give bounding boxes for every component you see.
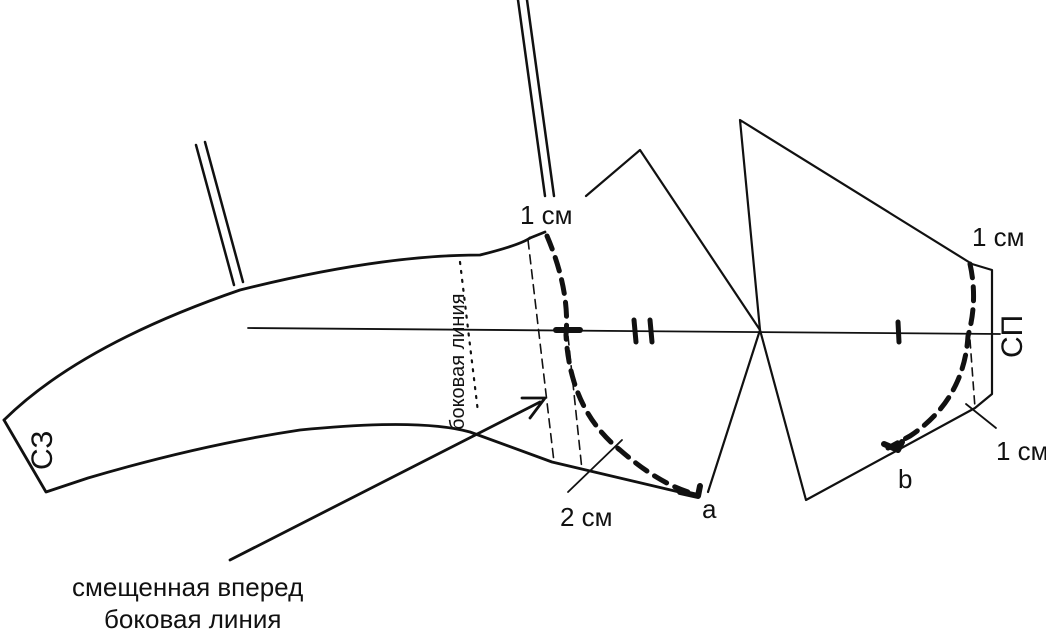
label-2cm: 2 см (560, 502, 613, 532)
new-armhole-curve-right (885, 261, 977, 451)
caption-line-2: боковая линия (104, 604, 281, 634)
label-point-a: a (702, 494, 717, 524)
label-cz: СЗ (26, 431, 59, 470)
notch-marks (553, 317, 902, 345)
label-1cm-right-top: 1 см (972, 222, 1025, 252)
label-sp: СП (996, 315, 1029, 358)
back-bodice-outline (2, 230, 698, 498)
center-axis-line (247, 327, 1001, 335)
original-side-line (458, 260, 480, 414)
sleeve-construction-left (584, 148, 762, 494)
front-panel-outline (738, 118, 994, 502)
caption-arrow-head (520, 396, 547, 420)
label-1cm-top: 1 см (520, 200, 573, 230)
label-point-b: b (898, 464, 912, 494)
leader-2cm (567, 439, 623, 493)
caption-line-1: смещенная вперед (72, 572, 303, 602)
label-1cm-right-bottom: 1 см (996, 436, 1046, 466)
side-seam-guide-1 (527, 239, 555, 463)
cp-dashed-guide (969, 339, 976, 409)
grain-line-center (516, 0, 556, 198)
label-side-line-vertical: боковая линия (447, 294, 469, 430)
leader-1cm-right (965, 403, 997, 429)
point-b-marker (881, 439, 905, 453)
new-armhole-curve-left (544, 233, 698, 497)
point-a-marker (677, 483, 703, 499)
grain-line-left (194, 140, 245, 287)
caption-arrow-line (228, 400, 542, 562)
